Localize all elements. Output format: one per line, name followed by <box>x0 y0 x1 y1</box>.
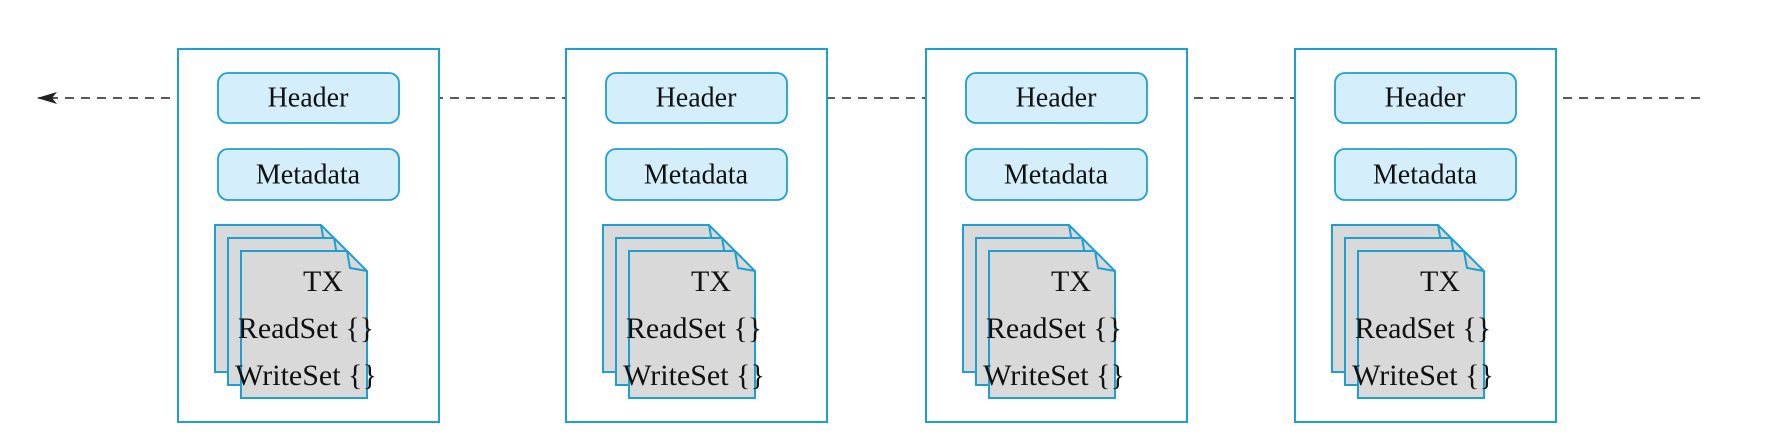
block-2: Header Metadata TX ReadSet {} WriteSet {… <box>565 48 828 423</box>
metadata-label: Metadata <box>256 160 361 191</box>
block-4: Header Metadata TX ReadSet {} WriteSet {… <box>1294 48 1557 423</box>
header-box <box>1334 72 1517 124</box>
header-label: Header <box>1385 83 1467 114</box>
transaction-doc-front <box>1357 250 1485 399</box>
transaction-stack: TX ReadSet {} WriteSet {} <box>962 224 1125 399</box>
metadata-box <box>1334 148 1517 201</box>
transaction-doc-front <box>240 250 368 399</box>
tx-write-set: WriteSet {} <box>235 359 377 392</box>
transaction-stack: TX ReadSet {} WriteSet {} <box>1331 224 1494 399</box>
metadata-label: Metadata <box>1373 160 1478 191</box>
block-3: Header Metadata TX ReadSet {} WriteSet {… <box>925 48 1188 423</box>
transaction-doc-front <box>628 250 756 399</box>
tx-title: TX <box>303 265 343 298</box>
metadata-label: Metadata <box>1004 160 1109 191</box>
tx-title: TX <box>1051 265 1091 298</box>
header-label: Header <box>656 83 738 114</box>
tx-title: TX <box>691 265 731 298</box>
tx-read-set: ReadSet {} <box>626 312 762 345</box>
block-1: Header Metadata TX ReadSet {} WriteSet {… <box>177 48 440 423</box>
header-box <box>605 72 788 124</box>
tx-write-set: WriteSet {} <box>623 359 765 392</box>
metadata-box <box>965 148 1148 201</box>
header-box <box>217 72 400 124</box>
metadata-label: Metadata <box>644 160 749 191</box>
header-label: Header <box>268 83 350 114</box>
tx-write-set: WriteSet {} <box>1352 359 1494 392</box>
metadata-box <box>217 148 400 201</box>
tx-read-set: ReadSet {} <box>238 312 374 345</box>
transaction-stack: TX ReadSet {} WriteSet {} <box>214 224 377 399</box>
tx-write-set: WriteSet {} <box>983 359 1125 392</box>
tx-read-set: ReadSet {} <box>986 312 1122 345</box>
header-label: Header <box>1016 83 1098 114</box>
header-box <box>965 72 1148 124</box>
transaction-doc-front <box>988 250 1116 399</box>
tx-read-set: ReadSet {} <box>1355 312 1491 345</box>
transaction-stack: TX ReadSet {} WriteSet {} <box>602 224 765 399</box>
tx-title: TX <box>1420 265 1460 298</box>
metadata-box <box>605 148 788 201</box>
